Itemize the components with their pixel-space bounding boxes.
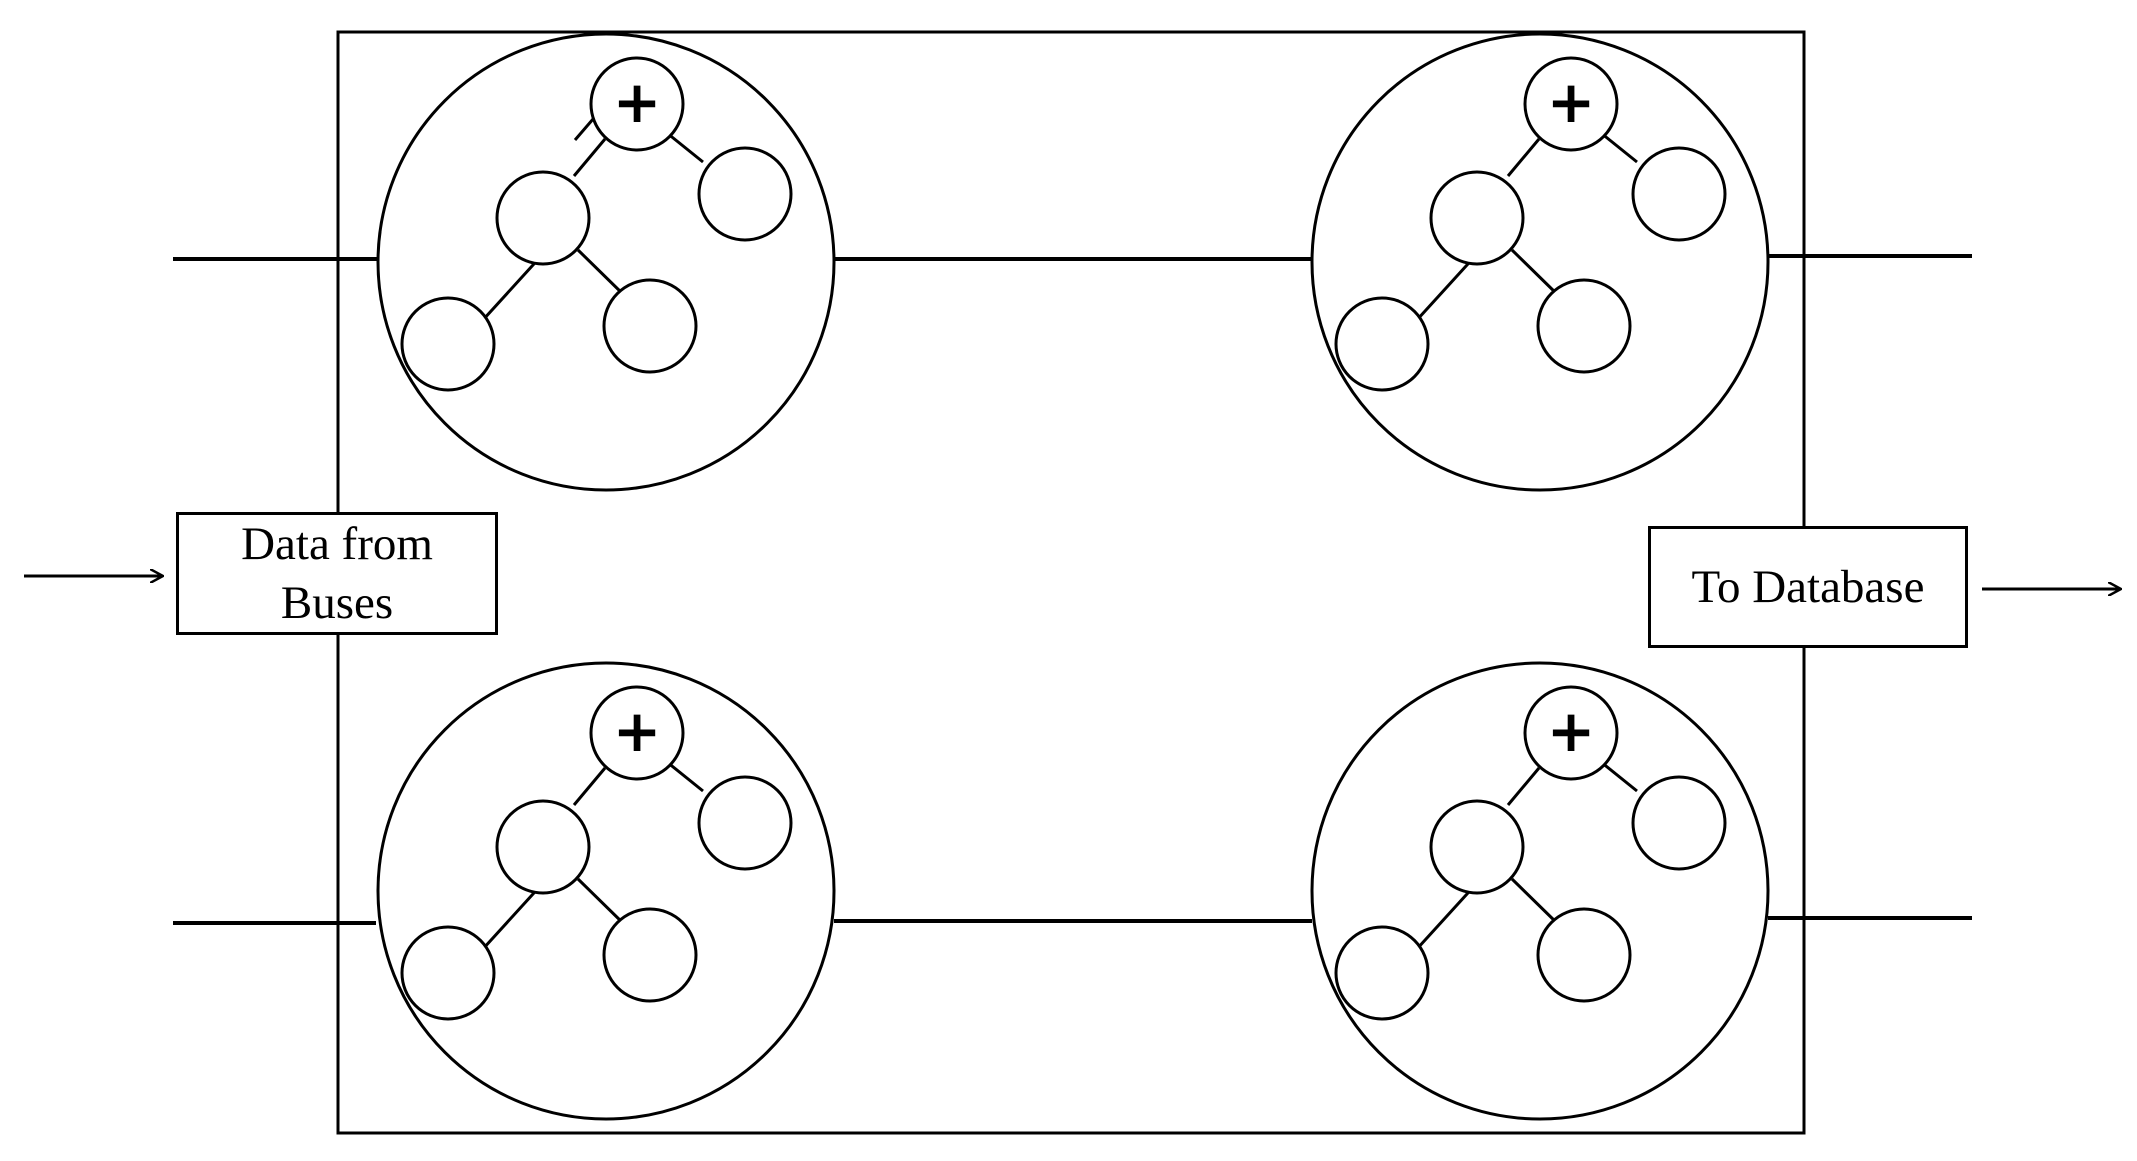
input-data-box: Data from Buses [176,512,498,635]
output-label: To Database [1691,560,1925,613]
tree-edge [1414,881,1479,952]
tree-node-right [1631,775,1727,871]
tree-root-plus-symbol: + [1547,68,1596,136]
cluster-outer-circle [1310,661,1770,1121]
cluster-outer-circle [376,32,836,492]
tree-edge [480,881,545,952]
tree-cluster-top-left: + [376,32,836,492]
tree-cluster-top-right: + [1310,32,1770,492]
tree-node-right [697,146,793,242]
tree-edge [576,248,629,300]
tree-node-left [1429,170,1525,266]
input-label-line1: Data from [241,517,433,570]
tree-root-node [589,56,685,152]
tree-root-node [1523,685,1619,781]
tree-edge [576,877,629,929]
tree-root-node [1523,56,1619,152]
tree-cluster-bottom-left: + [376,661,836,1121]
tree-edge [1414,252,1479,323]
tree-edge [1510,877,1563,929]
tree-root-plus-symbol: + [613,697,662,765]
tree-edge [572,767,607,806]
input-label-line2: Buses [280,576,394,629]
tree-root-plus-symbol: + [1547,697,1596,765]
tree-edge [480,252,545,323]
output-database-box: To Database [1648,526,1968,648]
tree-node-left-left [400,925,496,1021]
tree-node-left [495,170,591,266]
tree-cluster-bottom-right: + [1310,661,1770,1121]
tree-edge [1510,248,1563,300]
tree-node-right [1631,146,1727,242]
tree-root-plus-symbol: + [613,68,662,136]
tree-node-left-right [1536,278,1632,374]
tree-edge [1506,138,1541,177]
tree-node-left [495,799,591,895]
cluster-outer-circle [1310,32,1770,492]
tree-node-left-left [1334,925,1430,1021]
tree-root-node [589,685,685,781]
tree-edge [1506,767,1541,806]
tree-node-left [1429,799,1525,895]
cluster-outer-circle [376,661,836,1121]
tree-node-left-left [1334,296,1430,392]
tree-node-right [697,775,793,871]
tree-node-left-right [602,278,698,374]
tree-node-left-right [602,907,698,1003]
tree-edge [572,138,607,177]
tree-node-left-right [1536,907,1632,1003]
tree-node-left-left [400,296,496,392]
